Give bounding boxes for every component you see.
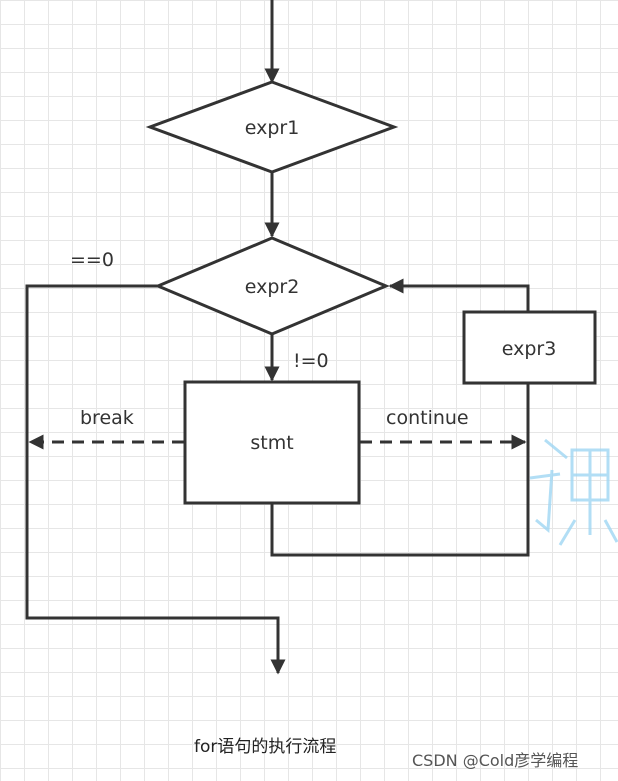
stmt-box — [183, 380, 361, 505]
expr1-diamond — [145, 80, 399, 174]
expr3-box — [462, 310, 597, 385]
expr2-label: expr2 — [245, 276, 300, 298]
expr3-to-expr2-arrow — [388, 278, 530, 312]
stmt-label: stmt — [250, 432, 293, 454]
watermark-glyph — [529, 438, 618, 546]
true-branch-label: !=0 — [293, 350, 329, 372]
false-branch-exit-line — [25, 284, 286, 675]
expr2-diamond — [154, 236, 390, 336]
expr3-label: expr3 — [502, 338, 557, 360]
watermark-text: CSDN @Cold彦学编程 — [412, 751, 578, 770]
break-label: break — [80, 407, 134, 429]
expr1-label: expr1 — [245, 117, 300, 139]
false-branch-label: ==0 — [70, 249, 114, 271]
diagram-caption: for语句的执行流程 — [194, 737, 336, 757]
stmt-to-expr3-line — [270, 384, 530, 557]
continue-label: continue — [386, 407, 469, 429]
